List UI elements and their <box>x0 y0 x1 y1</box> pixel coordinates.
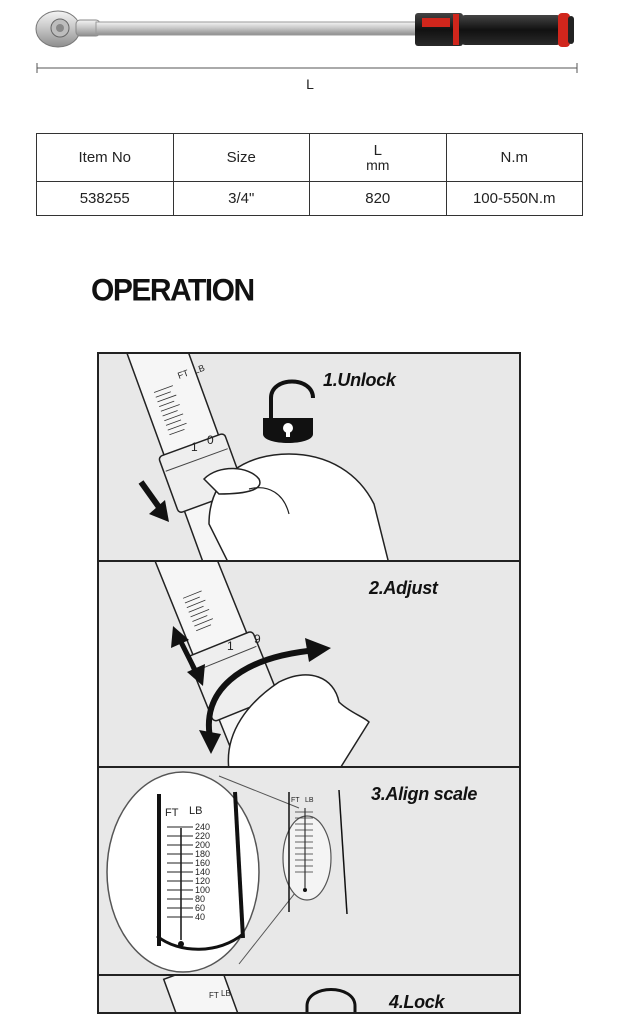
adjust-illustration: 1 9 <box>99 562 521 768</box>
step-label-adjust: 2.Adjust <box>369 578 438 599</box>
table-header-row: Item No Size L mm N.m <box>37 134 583 182</box>
torque-wrench-image <box>30 0 590 60</box>
header-torque: N.m <box>446 134 583 182</box>
spec-table: Item No Size L mm N.m 538255 3/4" 820 10… <box>36 133 583 216</box>
lock-illustration: FT LB <box>99 976 521 1014</box>
operation-title: OPERATION <box>91 273 254 309</box>
sleeve-digit-0: 0 <box>207 433 214 447</box>
unit-lb-label: LB <box>189 805 202 817</box>
header-length: L mm <box>310 134 447 182</box>
down-left-arrow-icon <box>141 482 169 522</box>
header-item-no: Item No <box>37 134 174 182</box>
unlocked-padlock-icon <box>263 382 313 444</box>
small-unit-lb-label: LB <box>305 797 314 804</box>
table-row: 538255 3/4" 820 100-550N.m <box>37 182 583 216</box>
sleeve-digit-1: 1 <box>191 440 198 454</box>
header-length-unit: mm <box>310 158 446 172</box>
locked-padlock-icon <box>307 990 355 1014</box>
unit-ft-label: FT <box>209 991 219 1000</box>
step-label-unlock: 1.Unlock <box>323 370 396 391</box>
unit-lb-label: LB <box>192 363 206 376</box>
step-panel-lock: FT LB 4.Lock <box>97 974 521 1014</box>
header-length-symbol: L <box>310 143 446 158</box>
step-panel-unlock: FT LB 1 0 1.Unlock <box>97 352 521 562</box>
sleeve-digit-9: 9 <box>254 632 261 646</box>
unit-ft-label: FT <box>165 807 179 819</box>
sleeve-digit-1: 1 <box>227 639 234 653</box>
unlock-illustration: FT LB 1 0 <box>99 354 521 562</box>
length-dimension-line <box>36 60 578 76</box>
cell-size: 3/4" <box>173 182 310 216</box>
unit-lb-label: LB <box>221 989 231 998</box>
step-panel-align-scale: FT LB 240 220 200 180 160 140 120 100 80… <box>97 766 521 976</box>
svg-text:40: 40 <box>195 912 205 922</box>
step-label-lock: 4.Lock <box>389 992 444 1013</box>
small-unit-ft-label: FT <box>291 797 300 804</box>
step-panel-adjust: 1 9 2.Adjust <box>97 560 521 768</box>
header-size: Size <box>173 134 310 182</box>
step-label-align-scale: 3.Align scale <box>371 784 477 805</box>
cell-torque: 100-550N.m <box>446 182 583 216</box>
cell-length: 820 <box>310 182 447 216</box>
cell-item-no: 538255 <box>37 182 174 216</box>
length-dimension-label: L <box>300 76 320 92</box>
